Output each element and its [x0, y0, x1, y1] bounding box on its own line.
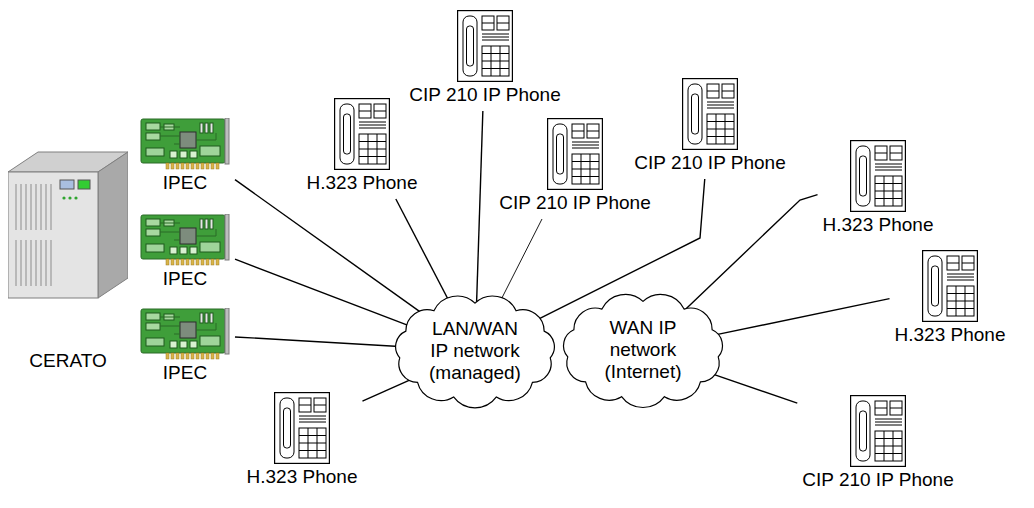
network-cloud: WAN IP network (Internet)	[548, 286, 738, 414]
card-picture	[141, 214, 229, 265]
cloud-shape	[396, 296, 555, 408]
card-picture	[141, 308, 229, 359]
phone-node: CIP 210 IP Phone	[799, 392, 956, 494]
phone-icon	[334, 98, 390, 170]
phone-label: H.323 Phone	[307, 172, 418, 194]
phone-icon	[682, 78, 738, 150]
phone-node: H.323 Phone	[244, 389, 361, 491]
phone-node: H.323 Phone	[892, 247, 1009, 349]
phone-node: H.323 Phone	[304, 95, 421, 197]
network-cloud: LAN/WAN IP network (managed)	[380, 288, 570, 414]
phone-label: CIP 210 IP Phone	[499, 192, 650, 214]
card-label: IPEC	[163, 268, 207, 290]
phone-picture	[548, 119, 603, 190]
card-icon	[140, 308, 230, 360]
phone-icon	[850, 140, 906, 212]
network-link	[235, 337, 399, 347]
network-link	[235, 259, 410, 326]
phone-picture	[923, 251, 978, 322]
card-icon	[140, 214, 230, 266]
network-link	[498, 219, 542, 305]
phone-label: H.323 Phone	[895, 324, 1006, 346]
phone-node: H.323 Phone	[820, 137, 937, 239]
network-link	[362, 379, 412, 401]
phone-icon	[547, 118, 603, 190]
card-picture	[141, 118, 229, 169]
card-label: IPEC	[163, 362, 207, 384]
server-node: CERATO	[5, 147, 131, 375]
network-label: LAN/WAN IP network (managed)	[425, 318, 525, 384]
phone-picture	[335, 99, 390, 170]
server-label: CERATO	[29, 350, 106, 372]
card-node: IPEC	[137, 115, 233, 197]
phone-picture	[851, 396, 906, 467]
network-link	[477, 111, 483, 303]
card-node: IPEC	[137, 305, 233, 387]
phone-icon	[457, 10, 513, 82]
phone-node: CIP 210 IP Phone	[406, 7, 563, 109]
network-link	[710, 373, 797, 403]
phone-label: CIP 210 IP Phone	[409, 84, 560, 106]
card-icon	[140, 118, 230, 170]
card-node: IPEC	[137, 211, 233, 293]
phone-icon	[922, 250, 978, 322]
phone-picture	[275, 393, 330, 464]
phone-picture	[458, 11, 513, 82]
phone-label: CIP 210 IP Phone	[634, 152, 785, 174]
server-picture	[8, 152, 128, 298]
network-link	[396, 199, 451, 306]
phone-label: H.323 Phone	[247, 466, 358, 488]
phone-icon	[850, 395, 906, 467]
server-icon	[8, 150, 128, 300]
phone-node: CIP 210 IP Phone	[631, 75, 788, 177]
phone-picture	[851, 141, 906, 212]
phone-node: CIP 210 IP Phone	[496, 115, 653, 217]
network-link	[715, 299, 889, 335]
network-link	[685, 195, 817, 310]
phone-label: H.323 Phone	[823, 214, 934, 236]
phone-icon	[274, 392, 330, 464]
card-label: IPEC	[163, 172, 207, 194]
phone-picture	[683, 79, 738, 150]
phone-label: CIP 210 IP Phone	[802, 469, 953, 491]
cloud-shape	[564, 294, 723, 407]
network-label: WAN IP network (Internet)	[593, 317, 693, 383]
